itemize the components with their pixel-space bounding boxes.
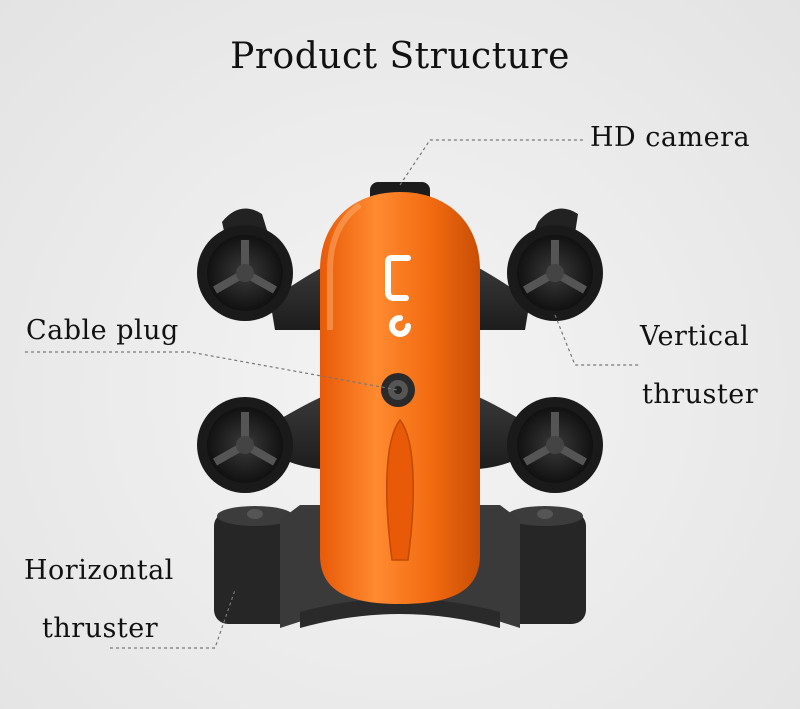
- vertical-thruster-top-left: [197, 208, 293, 321]
- label-vertical-thruster-line2: thruster: [642, 379, 759, 410]
- page-title: Product Structure: [230, 36, 570, 77]
- leader-horizontal-thruster: [110, 589, 236, 649]
- vertical-thruster-top-right: [507, 208, 603, 321]
- horizontal-thruster-right: [504, 506, 586, 624]
- label-vertical-thruster-line1: Vertical: [640, 321, 750, 352]
- label-cable-plug: Cable plug: [26, 315, 179, 346]
- leader-lines: [25, 139, 640, 649]
- label-horizontal-thruster-line1: Horizontal: [24, 555, 174, 586]
- label-hd-camera: HD camera: [590, 122, 751, 153]
- label-horizontal-thruster-line2: thruster: [42, 613, 159, 644]
- vertical-thruster-bottom-right: [507, 397, 603, 493]
- brand-logo: [385, 255, 411, 337]
- cable-plug: [381, 373, 415, 407]
- leader-cable-plug: [25, 351, 399, 391]
- leader-hd-camera: [399, 139, 585, 186]
- leader-vertical-thruster: [554, 314, 640, 366]
- vertical-thruster-bottom-left: [197, 397, 293, 493]
- horizontal-thruster-left: [214, 506, 296, 624]
